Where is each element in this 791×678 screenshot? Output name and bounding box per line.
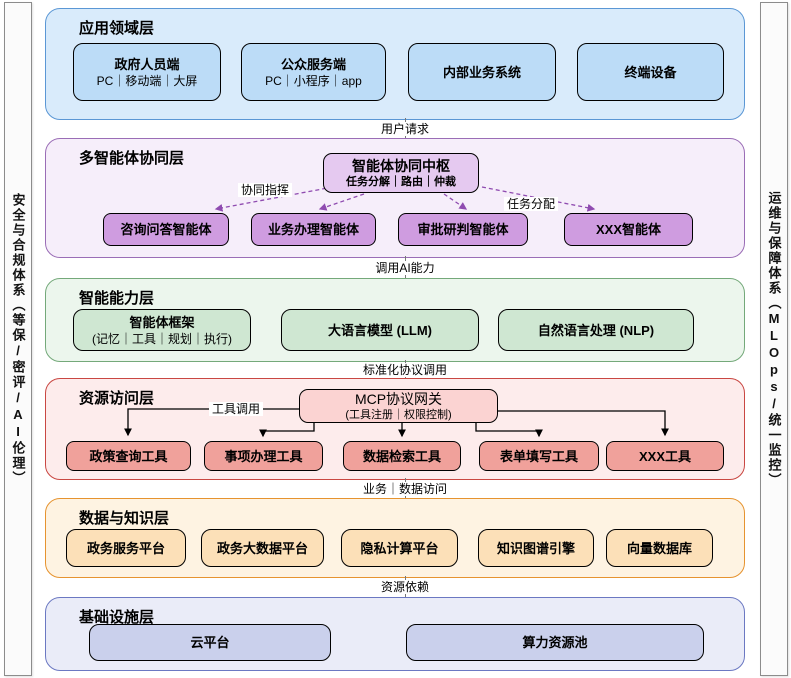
node-title: 内部业务系统 bbox=[442, 64, 521, 80]
hub-subtitle: (工具注册｜权限控制) bbox=[345, 408, 452, 421]
node-subtitle: PC｜小程序｜app bbox=[265, 73, 362, 88]
node-title: 隐私计算平台 bbox=[360, 540, 439, 556]
connector-label: 资源依赖 bbox=[285, 580, 525, 594]
node-tool-matter-handling: 事项办理工具 bbox=[204, 441, 323, 471]
security-compliance-sidebar: 安全与合规体系（等保/密评/AI伦理） bbox=[4, 2, 32, 676]
node-tool-policy-query: 政策查询工具 bbox=[66, 441, 191, 471]
hub-title: 智能体协同中枢 bbox=[352, 157, 450, 174]
label-collab-command: 协同指挥 bbox=[238, 183, 293, 197]
node-title: 事项办理工具 bbox=[224, 448, 303, 464]
node-title: 业务办理智能体 bbox=[267, 222, 359, 237]
connector-label: 业务｜数据访问 bbox=[285, 482, 525, 496]
layer-infrastructure: 基础设施层 云平台 算力资源池 bbox=[45, 597, 745, 671]
node-terminal-device: 终端设备 bbox=[577, 43, 724, 101]
node-gov-service-platform: 政务服务平台 bbox=[66, 529, 186, 567]
connector-user-request: 用户请求 bbox=[45, 118, 745, 140]
node-agent-approval: 审批研判智能体 bbox=[398, 213, 528, 246]
node-title: 公众服务端 bbox=[280, 56, 346, 72]
node-subtitle: (记忆｜工具｜规划｜执行) bbox=[92, 331, 232, 346]
node-title: 算力资源池 bbox=[522, 635, 588, 650]
node-agent-qa: 咨询问答智能体 bbox=[103, 213, 229, 246]
layer-ai-capability-title: 智能能力层 bbox=[79, 290, 155, 307]
layer-multi-agent-title: 多智能体协同层 bbox=[79, 150, 185, 167]
layer-infrastructure-title: 基础设施层 bbox=[79, 609, 155, 626]
node-gov-bigdata-platform: 政务大数据平台 bbox=[201, 529, 324, 567]
node-nlp: 自然语言处理 (NLP) bbox=[498, 309, 694, 351]
node-title: 政策查询工具 bbox=[89, 448, 168, 464]
node-public-service-terminal: 公众服务端 PC｜小程序｜app bbox=[241, 43, 386, 101]
hub-subtitle: 任务分解｜路由｜仲裁 bbox=[346, 175, 456, 188]
node-privacy-computing-platform: 隐私计算平台 bbox=[341, 529, 458, 567]
security-compliance-label: 安全与合规体系（等保/密评/AI伦理） bbox=[10, 192, 26, 486]
connector-label: 调用AI能力 bbox=[285, 261, 525, 275]
node-internal-business-system: 内部业务系统 bbox=[408, 43, 556, 101]
hub-title: MCP协议网关 bbox=[354, 390, 443, 407]
layer-data-knowledge-title: 数据与知识层 bbox=[79, 510, 170, 527]
node-subtitle: PC｜移动端｜大屏 bbox=[96, 73, 198, 88]
node-tool-xxx: XXX工具 bbox=[606, 441, 724, 471]
node-llm: 大语言模型 (LLM) bbox=[281, 309, 479, 351]
node-title: 审批研判智能体 bbox=[417, 222, 509, 237]
node-title: 向量数据库 bbox=[626, 540, 692, 556]
node-title: 智能体框架 bbox=[129, 314, 195, 330]
node-title: XXX工具 bbox=[638, 448, 691, 464]
node-collab-hub: 智能体协同中枢 任务分解｜路由｜仲裁 bbox=[323, 153, 479, 193]
node-knowledge-graph-engine: 知识图谱引擎 bbox=[478, 529, 594, 567]
node-title: 大语言模型 (LLM) bbox=[328, 322, 432, 338]
connector-label: 标准化协议调用 bbox=[285, 363, 525, 377]
label-tool-invoke: 工具调用 bbox=[209, 402, 264, 416]
layer-data-knowledge: 数据与知识层 政务服务平台 政务大数据平台 隐私计算平台 知识图谱引擎 向量数据… bbox=[45, 498, 745, 578]
ops-assurance-label: 运维与保障体系（MLOps/统一监控） bbox=[766, 190, 782, 488]
node-mcp-gateway: MCP协议网关 (工具注册｜权限控制) bbox=[299, 389, 498, 423]
node-compute-resource-pool: 算力资源池 bbox=[406, 624, 704, 661]
node-title: 云平台 bbox=[190, 635, 230, 650]
layer-resource-access: 资源访问层 MCP协议网关 (工具注册｜权限控制) 工具调用 政策查询工具 事项… bbox=[45, 378, 745, 480]
node-title: XXX智能体 bbox=[595, 222, 661, 237]
connector-label: 用户请求 bbox=[285, 122, 525, 136]
node-title: 政务大数据平台 bbox=[216, 540, 308, 556]
node-title: 自然语言处理 (NLP) bbox=[537, 322, 655, 338]
node-title: 知识图谱引擎 bbox=[496, 540, 575, 556]
node-cloud-platform: 云平台 bbox=[89, 624, 331, 661]
label-task-dispatch: 任务分配 bbox=[504, 197, 559, 211]
connector-resource-dependency: 资源依赖 bbox=[45, 576, 745, 598]
layer-multi-agent: 多智能体协同层 智能体协同中枢 任务分解｜路由｜仲裁 协同指挥 任务分配 咨询问… bbox=[45, 138, 745, 258]
layer-application-title: 应用领域层 bbox=[79, 20, 155, 37]
node-government-terminal: 政府人员端 PC｜移动端｜大屏 bbox=[73, 43, 221, 101]
layer-resource-access-title: 资源访问层 bbox=[79, 390, 155, 407]
node-title: 表单填写工具 bbox=[499, 448, 578, 464]
node-title: 咨询问答智能体 bbox=[120, 222, 212, 237]
node-agent-business: 业务办理智能体 bbox=[251, 213, 376, 246]
node-vector-database: 向量数据库 bbox=[606, 529, 713, 567]
connector-standard-protocol: 标准化协议调用 bbox=[45, 360, 745, 380]
node-tool-form-filling: 表单填写工具 bbox=[479, 441, 599, 471]
node-agent-framework: 智能体框架 (记忆｜工具｜规划｜执行) bbox=[73, 309, 251, 351]
layer-application: 应用领域层 政府人员端 PC｜移动端｜大屏 公众服务端 PC｜小程序｜app 内… bbox=[45, 8, 745, 120]
connector-invoke-ai: 调用AI能力 bbox=[45, 256, 745, 280]
node-title: 终端设备 bbox=[624, 64, 677, 80]
ops-assurance-sidebar: 运维与保障体系（MLOps/统一监控） bbox=[760, 2, 788, 676]
node-title: 政府人员端 bbox=[114, 56, 180, 72]
layer-ai-capability: 智能能力层 智能体框架 (记忆｜工具｜规划｜执行) 大语言模型 (LLM) 自然… bbox=[45, 278, 745, 362]
connector-business-data-access: 业务｜数据访问 bbox=[45, 478, 745, 500]
node-tool-data-retrieval: 数据检索工具 bbox=[343, 441, 461, 471]
node-agent-xxx: XXX智能体 bbox=[564, 213, 693, 246]
node-title: 数据检索工具 bbox=[362, 448, 441, 464]
node-title: 政务服务平台 bbox=[86, 540, 165, 556]
